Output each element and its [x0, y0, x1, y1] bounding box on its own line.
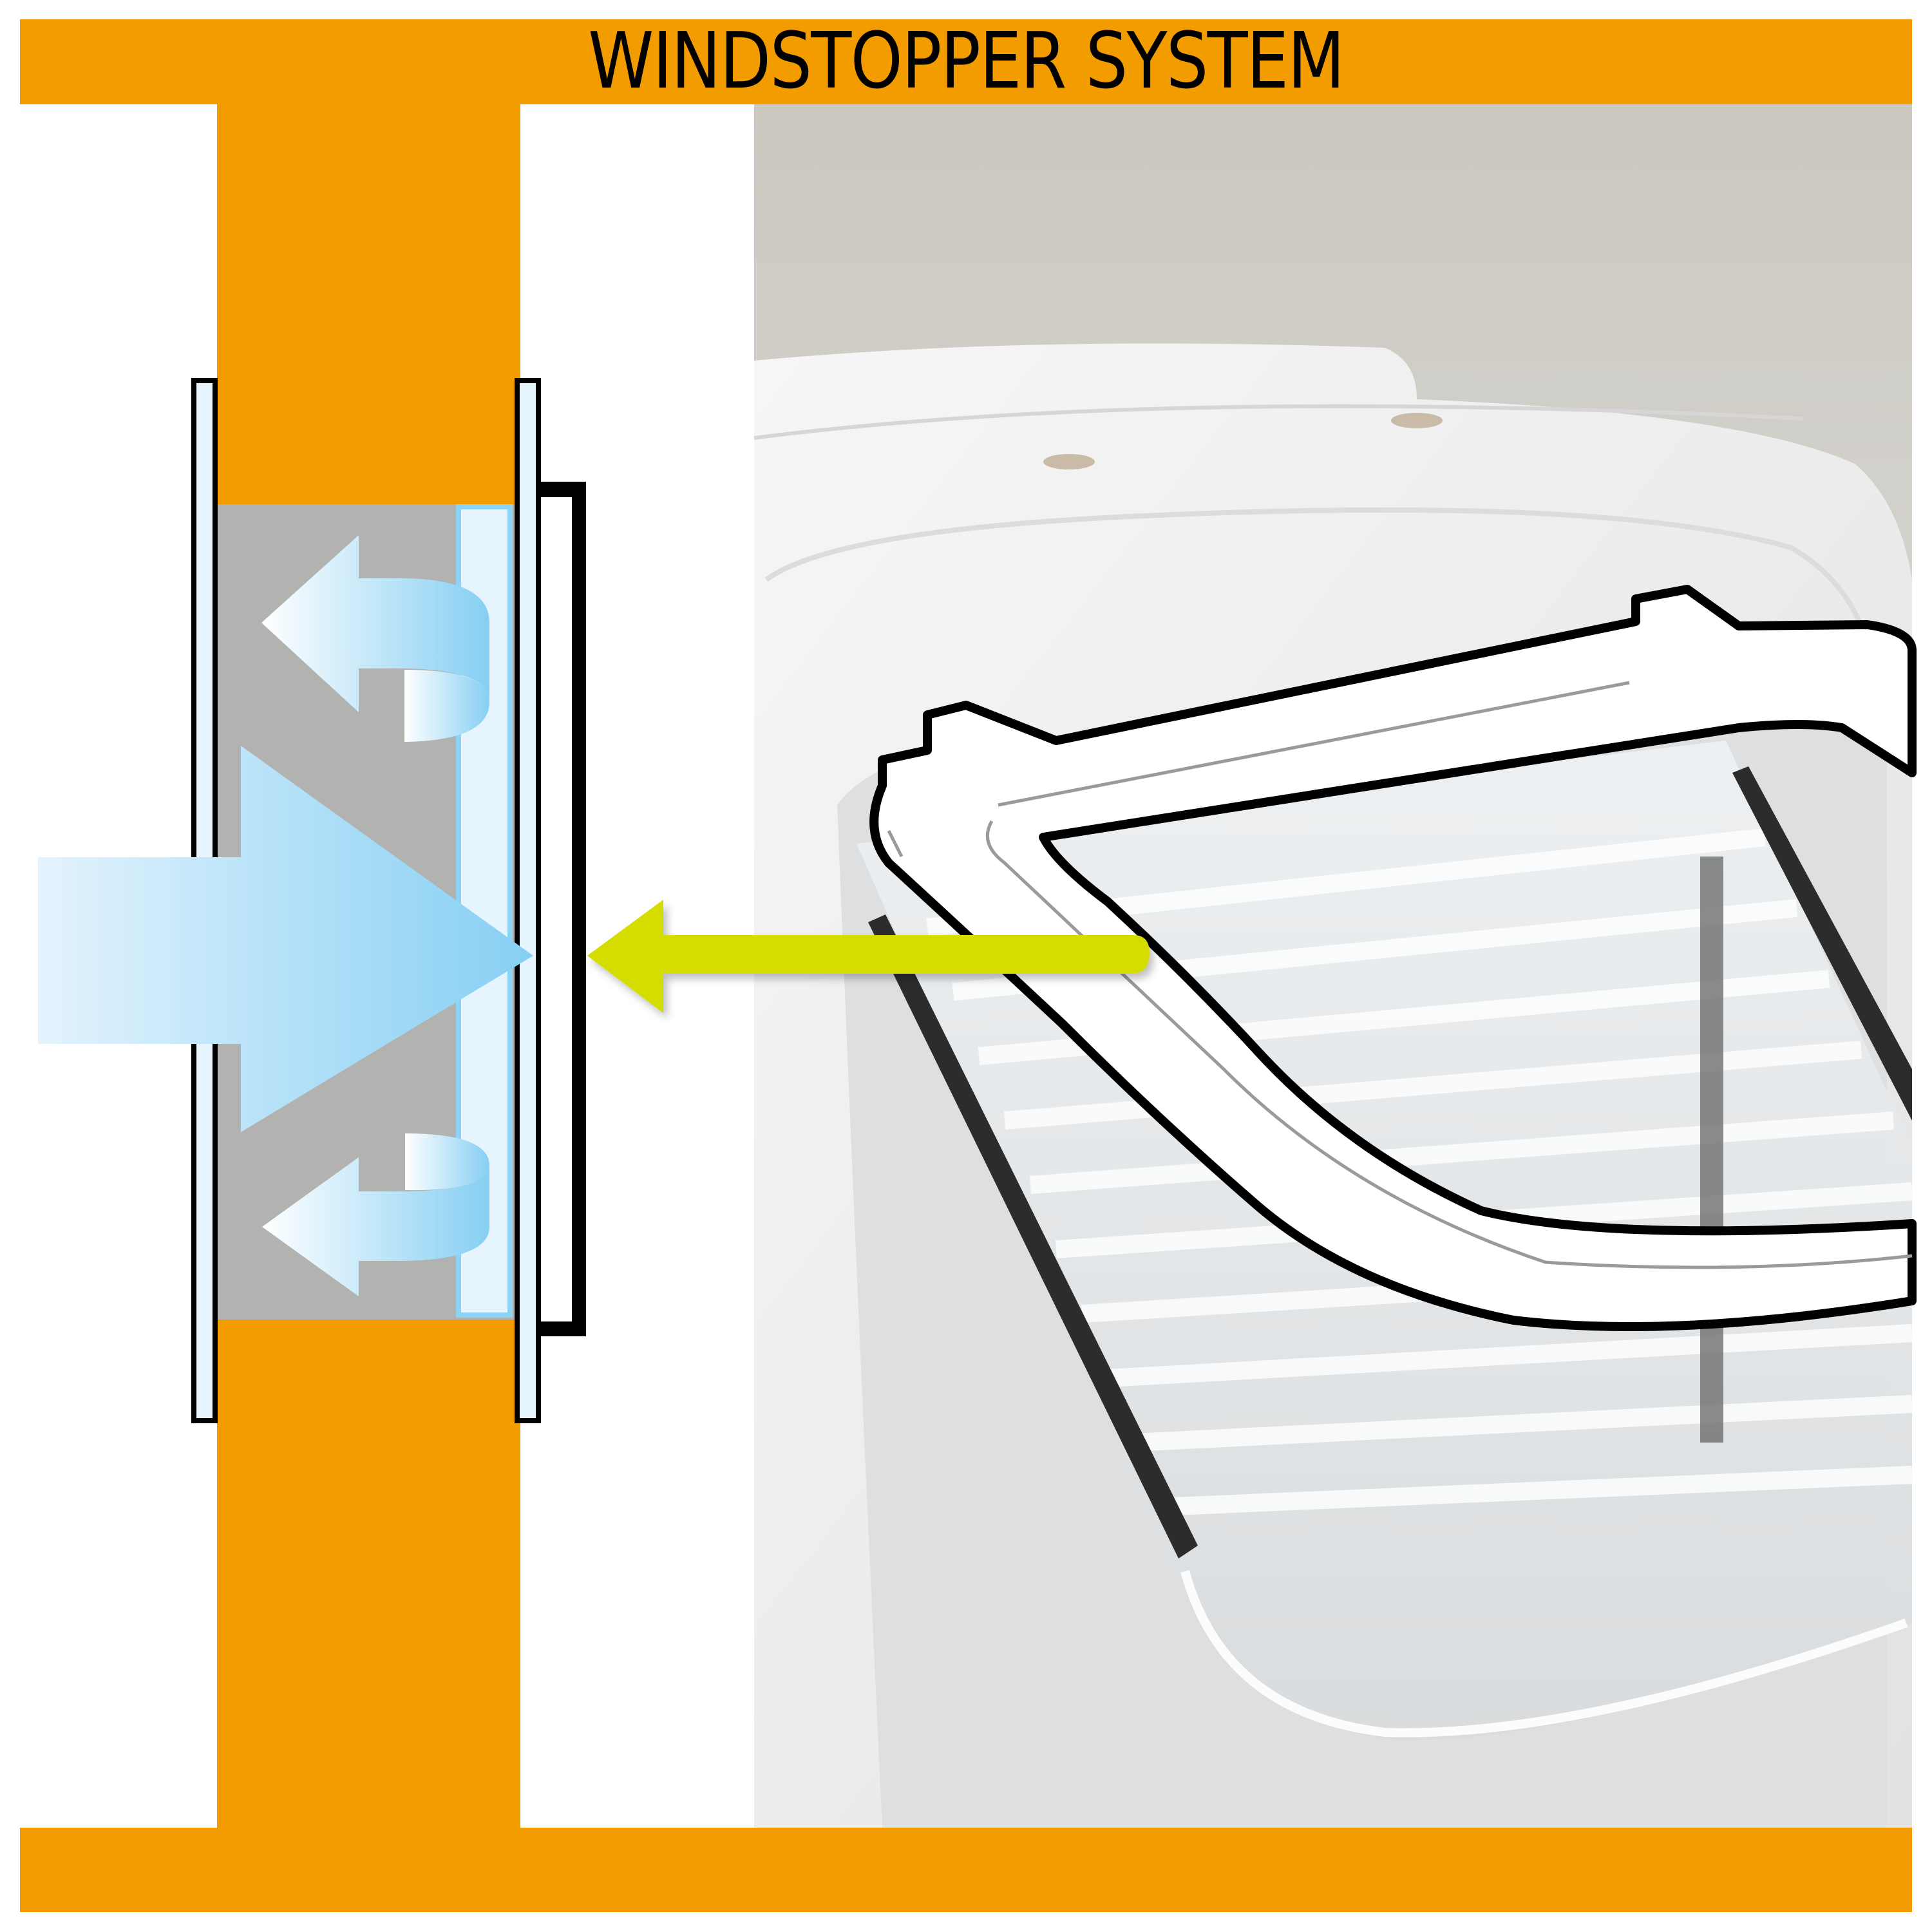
highlighted-frame-outline	[869, 585, 1917, 1331]
incoming-wind-arrow-icon	[38, 746, 533, 1132]
title-banner: WINDSTOPPER SYSTEM	[20, 19, 1912, 104]
deflected-airflow-upper-icon	[261, 535, 489, 742]
diagram-title: WINDSTOPPER SYSTEM	[588, 17, 1345, 106]
outer-panel-right	[515, 378, 541, 1423]
bottom-banner	[20, 1828, 1912, 1912]
deflected-airflow-lower-icon	[262, 1133, 489, 1296]
pointer-arrow-icon	[587, 900, 1150, 1013]
flap-frame	[541, 482, 586, 1336]
